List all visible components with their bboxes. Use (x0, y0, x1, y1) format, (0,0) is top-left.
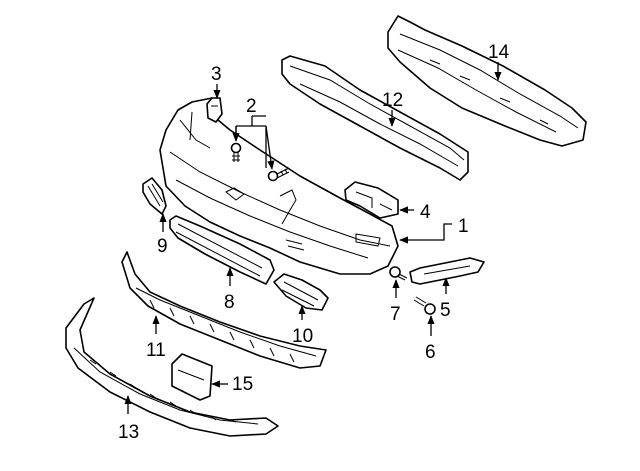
part-side-bracket (409, 257, 485, 285)
callout-labels: 1 2 3 4 5 6 7 8 9 10 11 12 13 14 15 (118, 42, 510, 443)
part-left-grille (142, 177, 167, 215)
callout-12: 12 (382, 90, 403, 111)
callout-2: 2 (246, 96, 257, 117)
part-lower-deflector (65, 297, 279, 437)
callout-3: 3 (211, 64, 222, 85)
part-bolt (389, 266, 408, 281)
part-right-grille (273, 273, 329, 311)
callout-8: 8 (224, 292, 235, 313)
part-reinforcement (281, 55, 469, 181)
callout-15: 15 (232, 374, 253, 395)
part-screw-pair (230, 142, 290, 182)
callout-1: 1 (458, 216, 469, 237)
part-bracket (344, 181, 399, 219)
callout-9: 9 (157, 236, 168, 257)
callout-14: 14 (488, 42, 510, 63)
part-bumper-cover (159, 97, 399, 275)
part-center-grille (169, 215, 275, 285)
callout-6: 6 (425, 342, 436, 363)
part-screw (413, 296, 436, 315)
part-energy-absorber (387, 15, 587, 147)
callout-10: 10 (292, 326, 313, 347)
part-clip (206, 97, 223, 123)
callout-7: 7 (390, 304, 401, 325)
callout-5: 5 (440, 300, 451, 321)
callout-11: 11 (146, 340, 166, 361)
callout-13: 13 (118, 422, 139, 443)
leader-lines (124, 62, 502, 414)
callout-4: 4 (420, 202, 431, 223)
part-license-bracket (171, 353, 213, 401)
part-lower-valance (121, 251, 327, 369)
